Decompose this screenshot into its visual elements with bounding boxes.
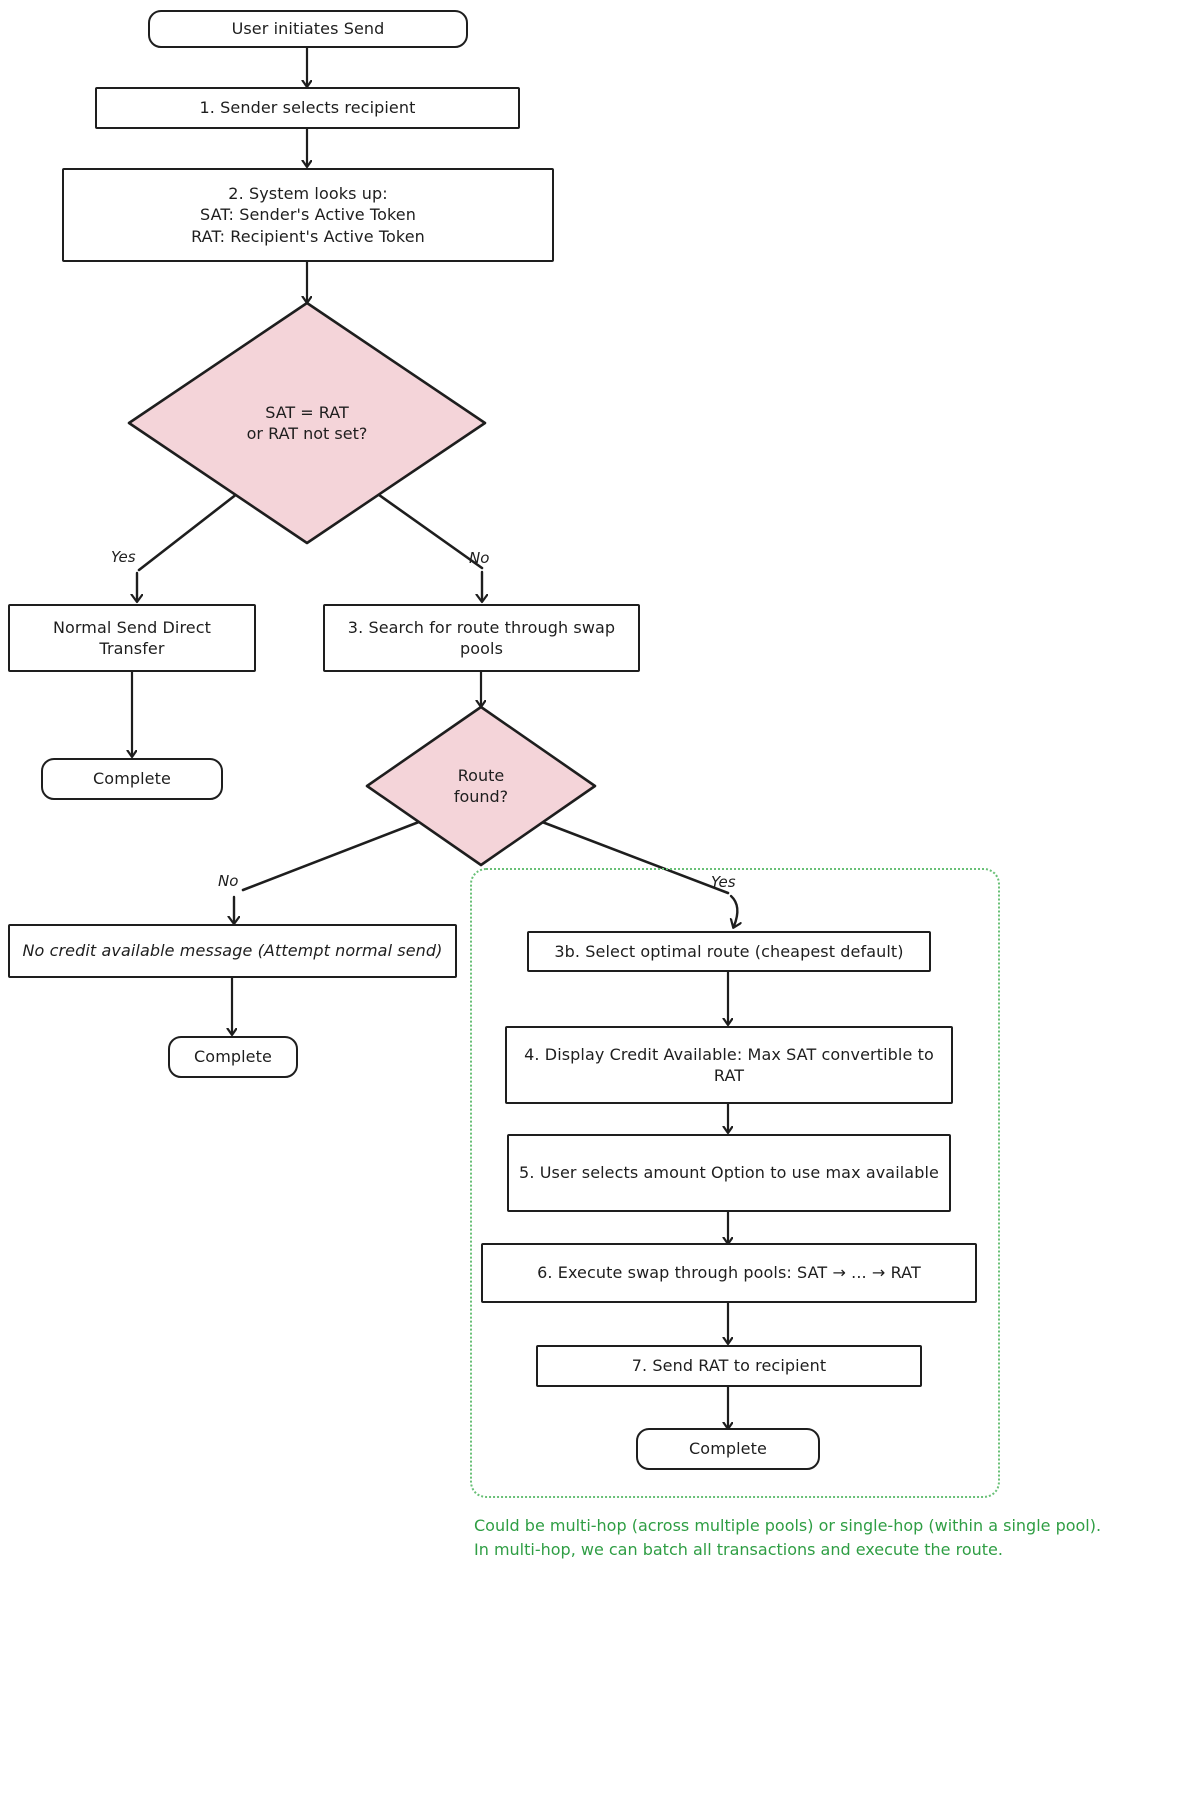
node-normal-send-direct-transfer[interactable]: Normal Send Direct Transfer — [8, 604, 256, 672]
decision-route-found-label: Route found? — [453, 765, 509, 806]
decision-sat-rat-label: SAT = RAT or RAT not set? — [246, 402, 368, 443]
node-complete-swap[interactable]: Complete — [636, 1428, 820, 1470]
node-complete-no-credit[interactable]: Complete — [168, 1036, 298, 1078]
node-no-credit-available[interactable]: No credit available message (Attempt nor… — [8, 924, 457, 978]
node-decision-sat-equals-rat[interactable]: SAT = RAT or RAT not set? — [129, 303, 485, 543]
node-step5-user-selects-amount[interactable]: 5. User selects amount Option to use max… — [507, 1134, 951, 1212]
node-step1-select-recipient[interactable]: 1. Sender selects recipient — [95, 87, 520, 129]
node-decision-route-found[interactable]: Route found? — [367, 707, 595, 865]
node-step3b-select-optimal-route[interactable]: 3b. Select optimal route (cheapest defau… — [527, 931, 931, 972]
node-step2-system-lookup[interactable]: 2. System looks up: SAT: Sender's Active… — [62, 168, 554, 262]
node-step3-search-route[interactable]: 3. Search for route through swap pools — [323, 604, 640, 672]
edge-label-decision1-no: No — [469, 549, 490, 567]
node-start[interactable]: User initiates Send — [148, 10, 468, 48]
node-step6-execute-swap[interactable]: 6. Execute swap through pools: SAT → ...… — [481, 1243, 977, 1303]
group-caption: Could be multi-hop (across multiple pool… — [474, 1516, 1102, 1559]
edge-label-decision2-yes: Yes — [711, 873, 736, 891]
edge-label-decision1-yes: Yes — [111, 548, 136, 566]
swap-route-group-container — [470, 868, 1000, 1498]
edge-label-decision2-no: No — [218, 872, 239, 890]
node-step7-send-rat[interactable]: 7. Send RAT to recipient — [536, 1345, 922, 1387]
node-complete-direct[interactable]: Complete — [41, 758, 223, 800]
node-step4-display-credit-available[interactable]: 4. Display Credit Available: Max SAT con… — [505, 1026, 953, 1104]
